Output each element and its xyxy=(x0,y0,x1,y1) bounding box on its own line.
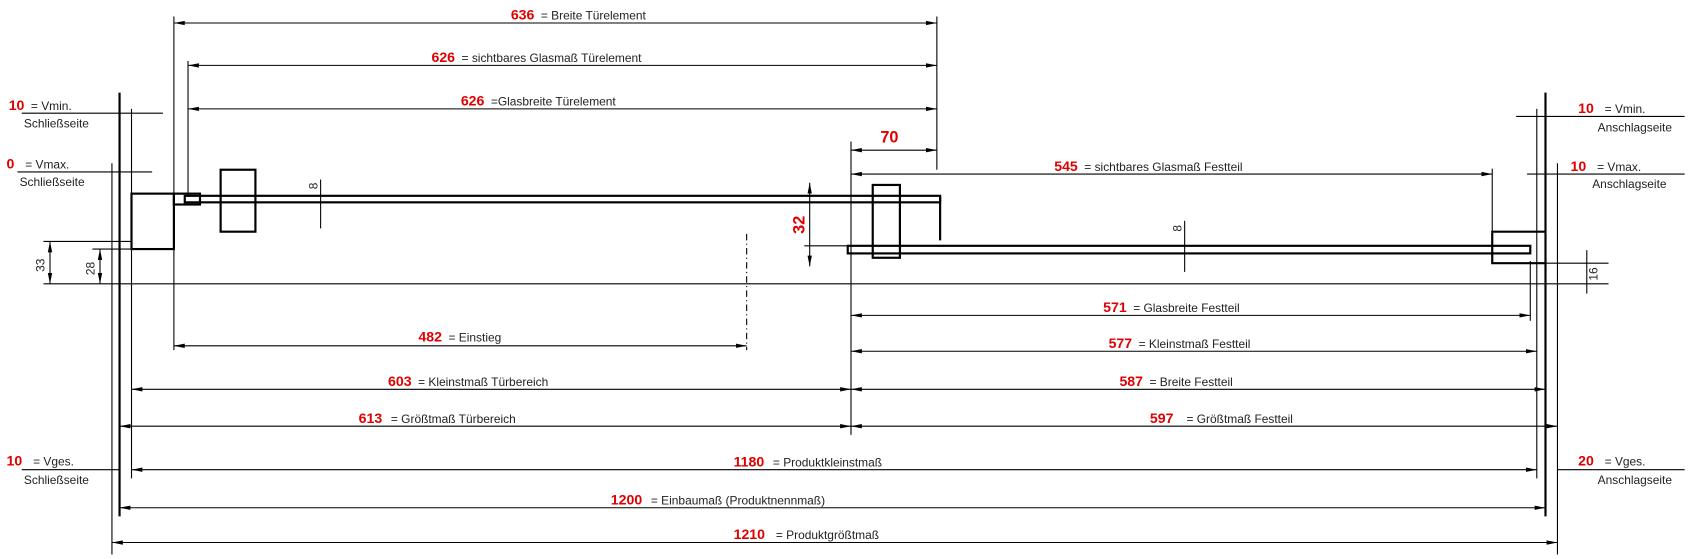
svg-text:8: 8 xyxy=(306,182,320,189)
extension-lines xyxy=(43,16,1609,555)
wall-profile-left xyxy=(130,192,175,251)
svg-text:1200= Einbaumaß (Produktnennma: 1200= Einbaumaß (Produktnennmaß) xyxy=(611,491,825,507)
door-handle xyxy=(219,168,257,233)
svg-text:Schließseite: Schließseite xyxy=(20,175,85,189)
svg-text:626=Glasbreite Türelement: 626=Glasbreite Türelement xyxy=(461,93,617,109)
dimension-1180: 1180= Produktkleinstmaß xyxy=(131,453,1537,472)
dimension-597: 597= Größtmaß Festteil xyxy=(850,410,1558,429)
svg-text:613= Größtmaß Türbereich: 613= Größtmaß Türbereich xyxy=(359,410,516,426)
svg-text:28: 28 xyxy=(84,262,98,276)
door-element xyxy=(130,168,942,251)
svg-text:545= sichtbares Glasmaß Festte: 545= sichtbares Glasmaß Festteil xyxy=(1054,158,1242,174)
svg-text:10= Vmin.: 10= Vmin. xyxy=(1578,100,1645,116)
svg-text:Anschlagseite: Anschlagseite xyxy=(1592,177,1667,191)
dimension-70: 70 xyxy=(850,129,937,153)
dimension-626-visible: 626= sichtbares Glasmaß Türelement xyxy=(188,49,937,68)
svg-text:10= Vmax.: 10= Vmax. xyxy=(1570,158,1641,174)
svg-text:Schließseite: Schließseite xyxy=(24,473,89,487)
dimension-603: 603= Kleinstmaß Türbereich xyxy=(131,373,851,392)
dimension-1210: 1210= Produktgrößtmaß xyxy=(111,526,1558,545)
wall-profile-right xyxy=(1491,230,1546,265)
dimension-587: 587= Breite Festteil xyxy=(850,373,1546,392)
note-vmin-anschlagseite: 10= Vmin. Anschlagseite xyxy=(1516,100,1685,135)
svg-text:20= Vges.: 20= Vges. xyxy=(1578,452,1645,468)
dimension-613: 613= Größtmaß Türbereich xyxy=(119,410,851,429)
note-vges-schliessseite: 10= Vges. Schließseite xyxy=(7,452,120,487)
svg-text:70: 70 xyxy=(880,129,898,147)
note-vmin-schliessseite: 10= Vmin. Schließseite xyxy=(9,97,164,130)
dimension-482: 482= Einstieg xyxy=(173,328,747,348)
dimension-545: 545= sichtbares Glasmaß Festteil xyxy=(850,158,1493,177)
dimension-8-fixed: 8 xyxy=(1170,220,1186,272)
svg-text:10= Vges.: 10= Vges. xyxy=(7,452,74,468)
svg-text:1210= Produktgrößtmaß: 1210= Produktgrößtmaß xyxy=(734,526,879,542)
door-glass xyxy=(183,194,942,204)
svg-text:Schließseite: Schließseite xyxy=(24,116,89,130)
hinge-clip xyxy=(172,192,202,206)
svg-text:33: 33 xyxy=(34,258,48,272)
svg-text:636= Breite Türelement: 636= Breite Türelement xyxy=(511,7,647,23)
fixed-element xyxy=(846,183,1546,265)
dimension-8-door: 8 xyxy=(306,179,322,229)
svg-text:597= Größtmaß Festteil: 597= Größtmaß Festteil xyxy=(1150,410,1293,426)
fixed-glass xyxy=(846,244,1532,255)
svg-text:577= Kleinstmaß Festteil: 577= Kleinstmaß Festteil xyxy=(1109,335,1251,351)
fixed-handle xyxy=(871,183,901,259)
svg-text:32: 32 xyxy=(790,216,808,234)
svg-text:Anschlagseite: Anschlagseite xyxy=(1598,121,1673,135)
svg-text:8: 8 xyxy=(1170,225,1184,232)
dimension-577: 577= Kleinstmaß Festteil xyxy=(850,335,1537,354)
note-vmax-anschlagseite: 10= Vmax. Anschlagseite xyxy=(1527,158,1685,191)
dimension-626-glass: 626=Glasbreite Türelement xyxy=(188,93,937,112)
dimension-16: 16 xyxy=(1545,250,1609,294)
svg-text:16: 16 xyxy=(1587,267,1601,281)
svg-text:587= Breite Festteil: 587= Breite Festteil xyxy=(1119,373,1232,389)
svg-text:571= Glasbreite Festteil: 571= Glasbreite Festteil xyxy=(1103,299,1240,315)
note-vmax-schliessseite: 0= Vmax. Schließseite xyxy=(7,156,153,189)
svg-text:Anschlagseite: Anschlagseite xyxy=(1598,473,1673,487)
svg-text:482= Einstieg: 482= Einstieg xyxy=(418,328,501,344)
dimension-32: 32 xyxy=(790,182,848,267)
dimension-1200: 1200= Einbaumaß (Produktnennmaß) xyxy=(119,491,1546,510)
svg-text:603= Kleinstmaß Türbereich: 603= Kleinstmaß Türbereich xyxy=(388,373,548,389)
dimension-636: 636= Breite Türelement xyxy=(173,7,937,26)
dimension-28: 28 xyxy=(84,248,132,284)
svg-text:626= sichtbares Glasmaß Türele: 626= sichtbares Glasmaß Türelement xyxy=(431,49,642,65)
note-vges-anschlagseite: 20= Vges. Anschlagseite xyxy=(1557,452,1685,487)
svg-text:1180= Produktkleinstmaß: 1180= Produktkleinstmaß xyxy=(734,453,882,469)
dimension-571: 571= Glasbreite Festteil xyxy=(850,299,1531,318)
dimension-33: 33 xyxy=(34,240,132,284)
svg-text:0= Vmax.: 0= Vmax. xyxy=(7,156,70,172)
svg-text:10= Vmin.: 10= Vmin. xyxy=(9,97,72,113)
